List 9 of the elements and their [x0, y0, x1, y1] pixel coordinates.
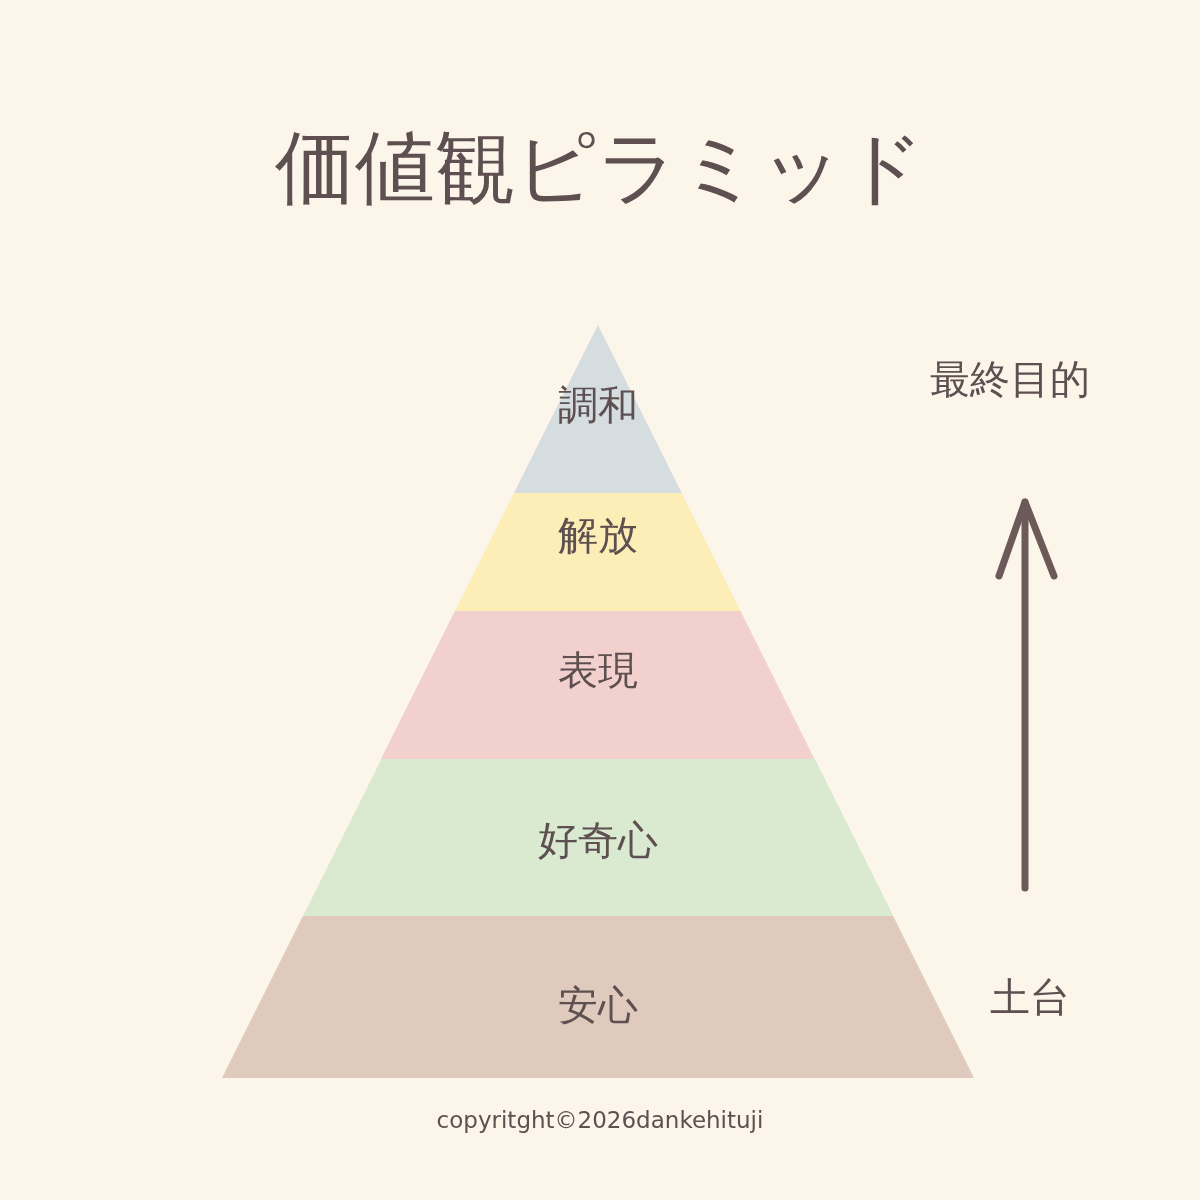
- tier-label: 安心: [558, 982, 638, 1028]
- title: 価値観ピラミッド: [275, 121, 925, 214]
- tier-label: 解放: [558, 512, 638, 558]
- copyright-note: copyritght©2026dankehituji: [436, 1107, 764, 1133]
- base-label: 土台: [990, 974, 1070, 1020]
- goal-label: 最終目的: [930, 356, 1090, 402]
- tier-label: 好奇心: [538, 817, 658, 863]
- tier-label: 表現: [558, 647, 638, 693]
- tier-label: 調和: [558, 382, 638, 428]
